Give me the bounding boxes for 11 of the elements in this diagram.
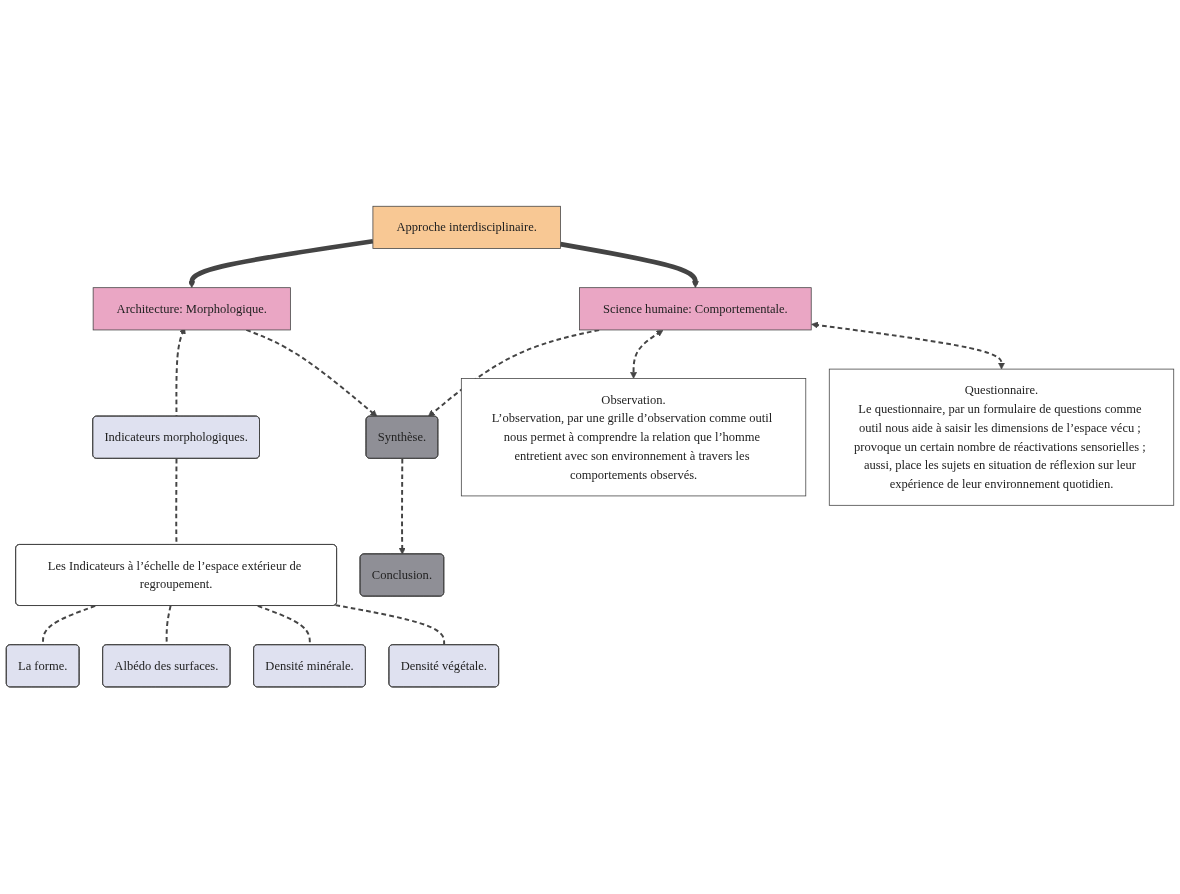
arrow bbox=[188, 239, 374, 289]
node-box bbox=[579, 287, 812, 331]
node-box bbox=[460, 378, 807, 497]
arrow bbox=[398, 458, 406, 555]
arrow bbox=[560, 242, 699, 289]
node-box bbox=[828, 369, 1175, 507]
arrow bbox=[630, 330, 664, 380]
node-box bbox=[92, 287, 291, 331]
node-box bbox=[372, 206, 561, 250]
connector bbox=[334, 604, 446, 647]
arrow bbox=[811, 322, 1005, 370]
